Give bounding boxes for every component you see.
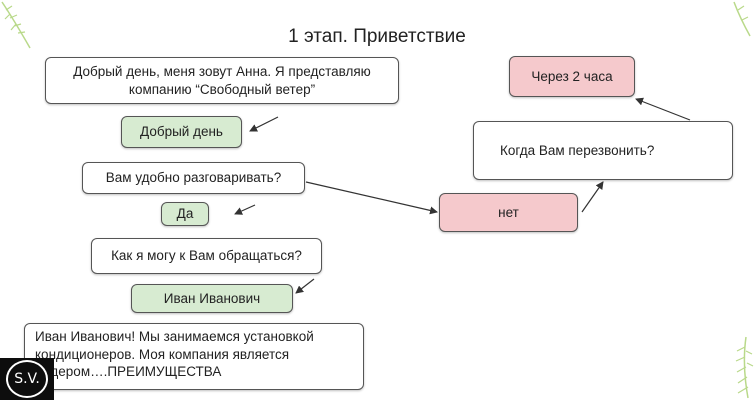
arrow-to-in-two-hours xyxy=(636,99,690,120)
arrow-to-reply-hello xyxy=(250,117,278,131)
arrow-to-when-call-back xyxy=(582,182,603,212)
sv-logo-text: S.V. xyxy=(6,360,48,398)
arrow-to-yes xyxy=(235,205,255,214)
arrow-to-no xyxy=(306,182,437,212)
sv-logo-icon: S.V. xyxy=(0,358,54,400)
arrow-to-name xyxy=(296,279,314,293)
